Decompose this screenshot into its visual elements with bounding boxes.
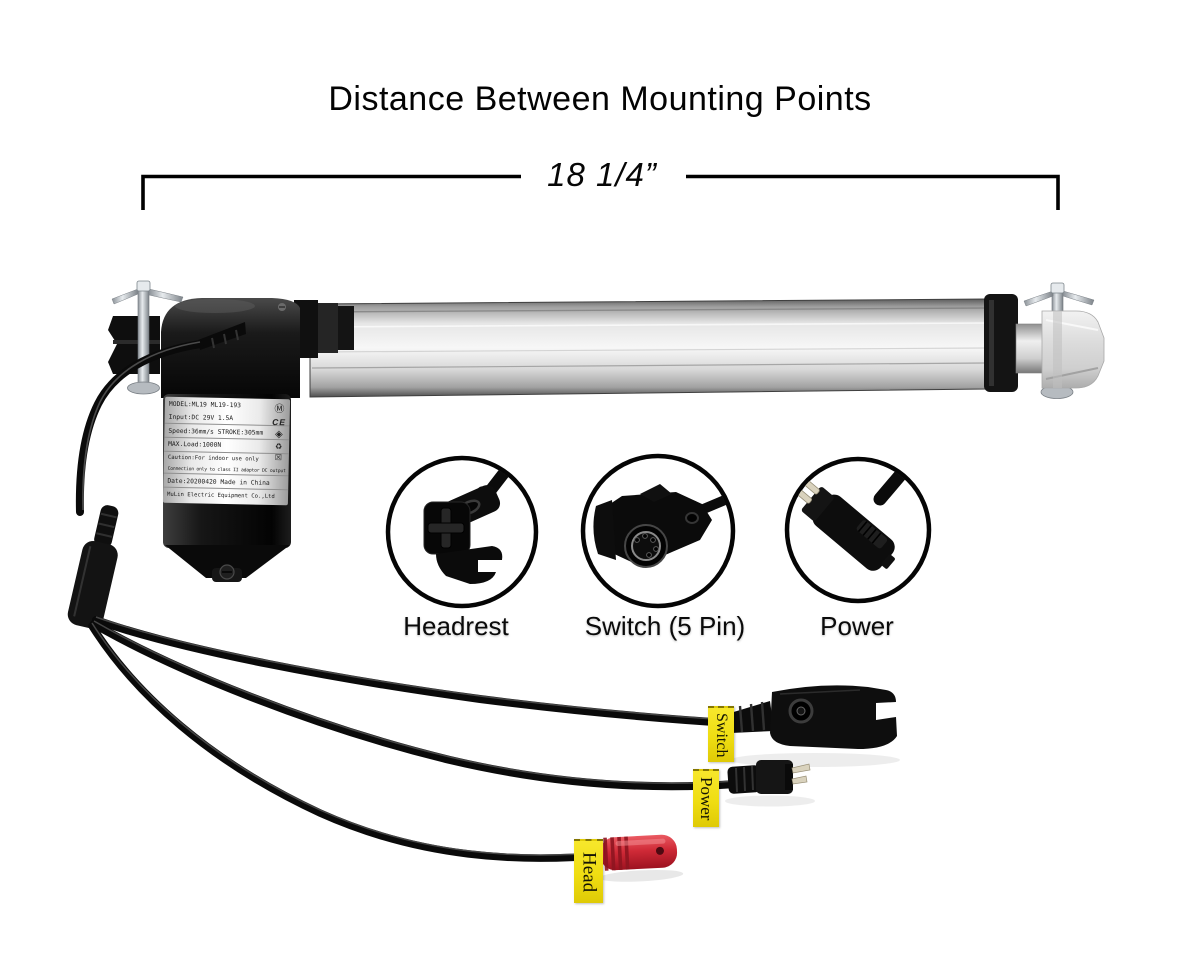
weee-mark-icon: ☒ (274, 452, 283, 462)
switch-cable (92, 616, 734, 727)
end-collar (984, 294, 1018, 392)
power-connector (725, 760, 815, 807)
cable-splitter (67, 505, 119, 629)
cable-tag-head: Head (574, 839, 603, 903)
spec-label: MODEL:ML19 ML19-193 Input:DC 29V 1.5A Sp… (162, 396, 291, 506)
certification-marks: Ⓜ CE ◈ ♻ ☒ (270, 403, 288, 462)
callout-label-switch: Switch (5 Pin) (584, 611, 746, 641)
dimension-bracket (141, 174, 1060, 210)
cert-diamond-icon: ◈ (274, 428, 283, 440)
mulin-logo-icon: Ⓜ (274, 403, 285, 416)
cable-tag-switch: Switch (708, 706, 734, 762)
recycle-mark-icon: ♻ (274, 441, 283, 451)
callout-label-headrest: Headrest (403, 611, 509, 641)
callout-power (784, 456, 932, 604)
switch-connector (727, 685, 900, 767)
ce-mark-icon: CE (272, 416, 287, 428)
head-cable (88, 622, 610, 862)
callout-headrest (385, 455, 539, 609)
clevis-end-fitting (1041, 310, 1105, 389)
mounting-pin-right-wings (1023, 282, 1095, 307)
motor-gearbox (161, 298, 300, 398)
actuator-tube (309, 298, 987, 398)
power-cable (90, 620, 740, 791)
head-plug (599, 834, 684, 882)
spec-line-date: Date:20200420 Made in China (163, 476, 289, 491)
page-title: Distance Between Mounting Points (328, 80, 872, 118)
spec-line-manufacturer: MuLin Electric Equipment Co.,Ltd (167, 491, 275, 501)
tube-root-rings (294, 300, 354, 358)
main-cable (75, 322, 246, 516)
switch-5pin-connector-icon (593, 484, 731, 568)
callout-switch (580, 453, 736, 609)
spec-line-connection: Connection only to class II adaptor DC o… (163, 465, 289, 477)
callout-label-power: Power (820, 611, 894, 641)
mounting-pin-left (108, 280, 184, 395)
dimension-value: 18 1/4” (547, 156, 657, 193)
cable-tag-power: Power (693, 769, 719, 827)
